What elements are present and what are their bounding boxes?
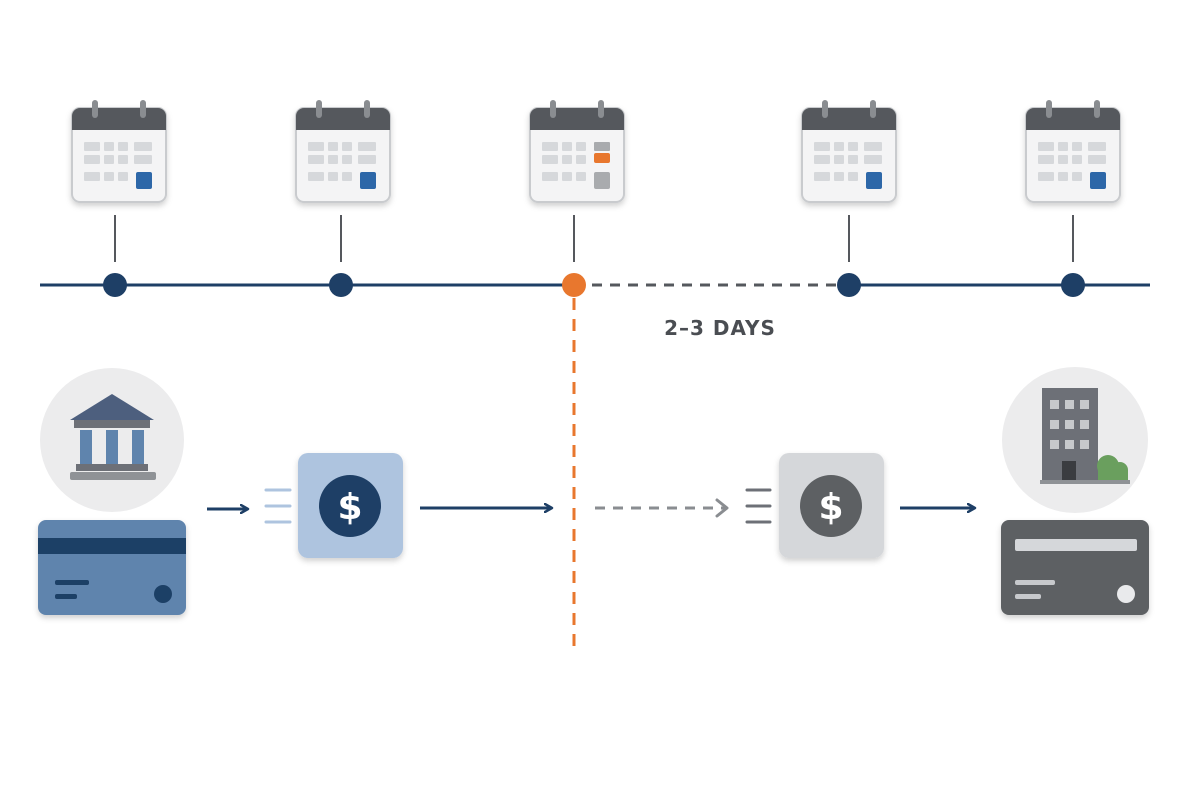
payment-sent: $ [264,453,403,558]
svg-text:$: $ [337,487,362,528]
credit-card-icon [38,520,186,615]
timeline-node-active [562,273,586,297]
timeline-node [837,273,861,297]
bank-icon [70,394,156,480]
duration-label: 2–3 DAYS [664,316,776,340]
calendar-icon [801,100,897,203]
dollar-icon [319,475,381,537]
calendar-icon [1025,100,1121,203]
credit-card-icon [1001,520,1149,615]
motion-lines [745,488,772,524]
calendar-highlight-icon [529,100,625,203]
calendar-icon [71,100,167,203]
timeline-node [1061,273,1085,297]
timeline-node [103,273,127,297]
motion-lines [264,488,292,524]
recipient [1001,367,1149,615]
timeline-node [329,273,353,297]
sender [38,368,186,615]
svg-text:$: $ [818,487,843,528]
office-building-icon [1040,388,1130,484]
payment-received: $ [745,453,884,558]
calendar-group [71,100,1121,297]
dollar-icon [800,475,862,537]
calendar-icon [295,100,391,203]
flow-arrow-dashed [595,498,729,518]
